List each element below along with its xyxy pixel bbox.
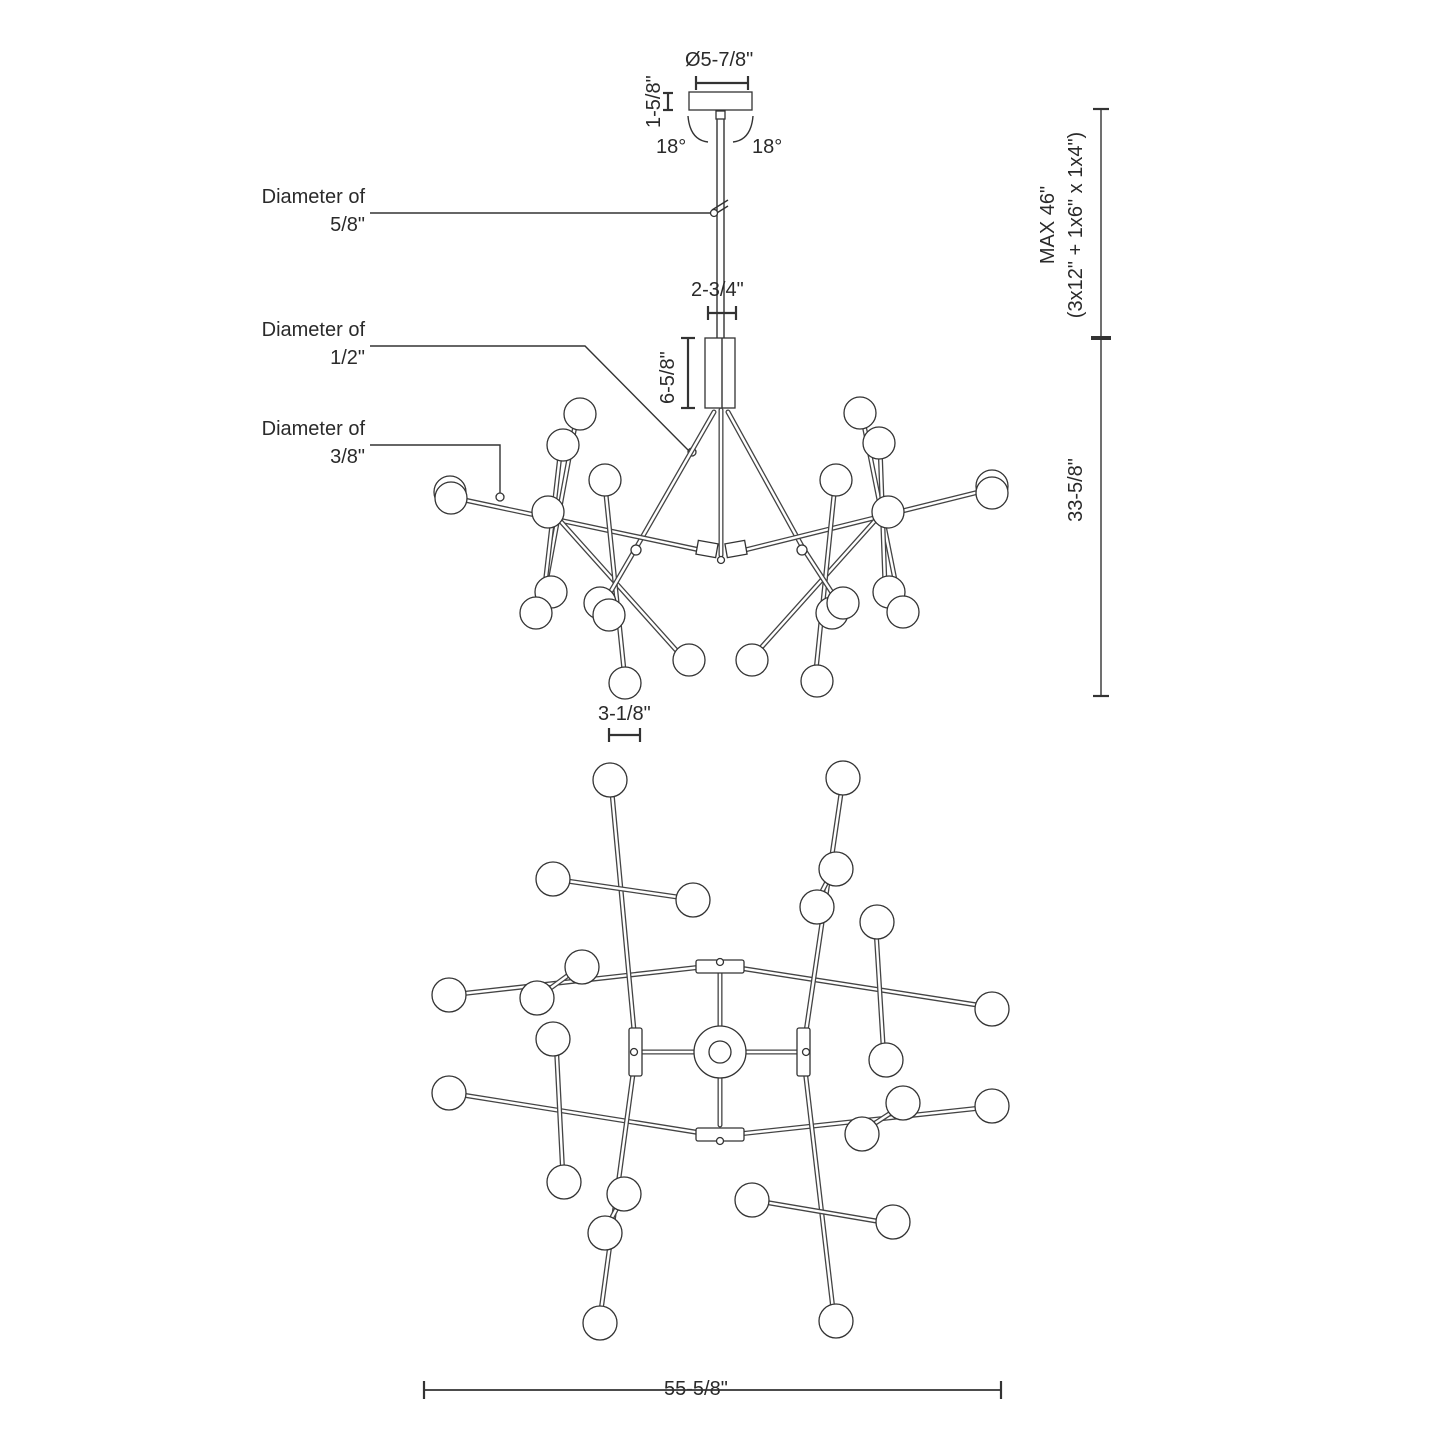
max-drop-label: MAX 46"	[1037, 186, 1059, 264]
swivel-right-label: 18°	[752, 136, 782, 158]
branch-arm-callout-line2: 3/8"	[330, 446, 365, 468]
side-elevation-view	[433, 396, 1009, 700]
globe-diameter-label: 3-1/8"	[598, 703, 651, 725]
main-arm-callout-line2: 1/2"	[330, 347, 365, 369]
body-height-label: 6-5/8"	[657, 351, 679, 404]
branch-arm-callout-line1: Diameter of	[262, 418, 366, 440]
stem-callout-line1: Diameter of	[262, 186, 366, 208]
swivel-left-label: 18°	[656, 136, 686, 158]
canopy-height-label: 1-5/8"	[643, 75, 665, 128]
main-arm-callout-line	[370, 345, 691, 453]
main-arm-callout-line1: Diameter of	[262, 319, 366, 341]
fixture-body	[704, 337, 736, 409]
fixture-height-label: 33-5/8"	[1065, 458, 1087, 522]
body-width-label: 2-3/4"	[691, 279, 744, 301]
bottom-plan-view	[431, 760, 1010, 1341]
overall-width-label: 55-5/8"	[664, 1378, 728, 1400]
stem-callout-line2: 5/8"	[330, 214, 365, 236]
body-width-dim	[706, 306, 738, 320]
branch-arm-callout-line	[370, 444, 501, 495]
canopy-diameter-label: Ø5-7/8"	[685, 49, 753, 71]
drop-rods-label: (3x12" + 1x6" x 1x4")	[1065, 132, 1087, 318]
globe-diameter-dim	[607, 728, 642, 742]
body-height-dim	[681, 336, 695, 410]
canopy	[663, 76, 754, 143]
stem	[709, 119, 729, 338]
overall-height-dims	[1091, 107, 1111, 698]
